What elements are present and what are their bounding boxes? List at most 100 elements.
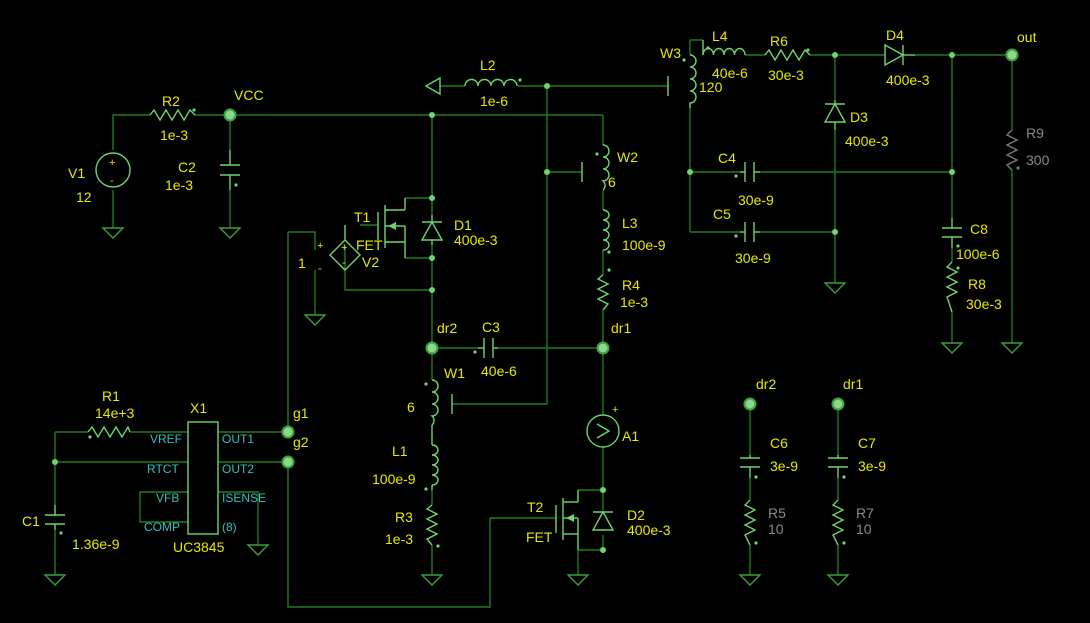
A1-ammeter[interactable]: + A1 <box>586 404 639 448</box>
out-node[interactable]: out <box>1005 29 1037 62</box>
R6-resistor[interactable]: R6 30e-3 <box>764 33 811 83</box>
D1-name: D1 <box>454 217 472 233</box>
R3-value: 1e-3 <box>385 531 413 547</box>
svg-text:-: - <box>342 257 346 269</box>
D2-name: D2 <box>627 507 645 523</box>
T2-model: FET <box>526 529 553 545</box>
R9-resistor[interactable]: R9 300 <box>1005 125 1050 171</box>
R8-name: R8 <box>968 276 986 292</box>
R7-value: 10 <box>856 521 872 537</box>
g1-node[interactable]: g1 <box>281 405 309 439</box>
W1-winding[interactable]: W1 6 <box>407 365 465 426</box>
V1-voltage-source[interactable]: + - V1 12 <box>68 152 131 205</box>
C4-capacitor[interactable]: C4 30e-9 <box>718 150 774 208</box>
T2-fet[interactable]: T2 FET <box>526 490 579 550</box>
R4-resistor[interactable]: R4 1e-3 <box>596 268 648 311</box>
L3-inductor[interactable]: L3 100e-9 <box>602 209 666 254</box>
L4-name: L4 <box>712 28 728 44</box>
C1-name: C1 <box>22 513 40 529</box>
D1-diode[interactable]: D1 400e-3 <box>420 215 498 248</box>
R6-value: 30e-3 <box>768 67 804 83</box>
L3-name: L3 <box>622 215 638 231</box>
g2-node[interactable]: g2 <box>281 434 309 469</box>
W1-value: 6 <box>407 399 415 415</box>
svg-text:+: + <box>109 157 115 169</box>
C8-name: C8 <box>970 221 988 237</box>
pin-out2: OUT2 <box>222 462 254 476</box>
C7-value: 3e-9 <box>858 458 886 474</box>
C4-name: C4 <box>718 150 736 166</box>
R5-resistor[interactable]: R5 10 <box>743 499 786 546</box>
V2-source[interactable]: + - + - V2 1 <box>298 225 379 275</box>
C6-capacitor[interactable]: C6 3e-9 <box>740 435 798 479</box>
C2-capacitor[interactable]: C2 1e-3 <box>165 150 240 193</box>
C7-name: C7 <box>858 435 876 451</box>
R3-resistor[interactable]: R3 1e-3 <box>385 504 440 548</box>
L1-inductor[interactable]: L1 100e-9 <box>372 425 439 491</box>
g1-net-label: g1 <box>293 405 309 421</box>
T1-name: T1 <box>354 209 371 225</box>
L1-name: L1 <box>392 443 408 459</box>
D4-name: D4 <box>886 27 904 43</box>
R8-value: 30e-3 <box>966 296 1002 312</box>
D2-value: 400e-3 <box>627 522 671 538</box>
D2-diode[interactable]: D2 400e-3 <box>591 507 671 538</box>
L4-inductor[interactable]: L4 40e-6 <box>702 28 748 81</box>
dr2-node[interactable]: dr2 <box>425 320 458 355</box>
R8-resistor[interactable]: R8 30e-3 <box>945 261 1002 313</box>
W3-name: W3 <box>660 45 681 61</box>
R6-name: R6 <box>770 33 788 49</box>
pin-rtct: RTCT <box>147 462 179 476</box>
W2-winding[interactable]: W2 6 <box>581 144 638 191</box>
C3-capacitor[interactable]: C3 40e-6 <box>473 319 517 379</box>
pin-vcc: (8) <box>222 520 237 534</box>
L2-value: 1e-6 <box>480 93 508 109</box>
C8-capacitor[interactable]: C8 100e-6 <box>942 218 1000 262</box>
W3-winding[interactable]: W3 120 <box>660 45 723 108</box>
R1-name: R1 <box>102 388 120 404</box>
R9-value: 300 <box>1026 152 1050 168</box>
C6-value: 3e-9 <box>770 458 798 474</box>
C1-value: 1.36e-9 <box>72 536 120 552</box>
A1-name: A1 <box>622 428 639 444</box>
wires <box>54 39 1013 608</box>
D3-diode[interactable]: D3 400e-3 <box>823 100 889 149</box>
D4-diode[interactable]: D4 400e-3 <box>884 27 930 88</box>
R2-resistor[interactable]: R2 1e-3 <box>149 93 196 143</box>
D1-value: 400e-3 <box>454 232 498 248</box>
R1-value: 14e+3 <box>95 405 135 421</box>
dr1-node[interactable]: dr1 <box>596 320 632 355</box>
dr2-probe-node[interactable]: dr2 <box>743 376 777 411</box>
pin-vfb: VFB <box>156 491 179 505</box>
D3-value: 400e-3 <box>845 133 889 149</box>
T2-name: T2 <box>527 499 544 515</box>
C5-value: 30e-9 <box>735 250 771 266</box>
C2-name: C2 <box>178 159 196 175</box>
V2-value: 1 <box>298 255 306 271</box>
W3-value: 120 <box>699 79 723 95</box>
L2-inductor[interactable]: L2 1e-6 <box>424 57 522 109</box>
R5-value: 10 <box>768 521 784 537</box>
T1-model: FET <box>356 237 383 253</box>
C5-name: C5 <box>713 206 731 222</box>
dr1-probe-node[interactable]: dr1 <box>831 376 864 411</box>
X1-name: X1 <box>190 400 207 416</box>
C7-capacitor[interactable]: C7 3e-9 <box>828 435 886 479</box>
C5-capacitor[interactable]: C5 30e-9 <box>713 206 771 266</box>
C1-capacitor[interactable]: C1 1.36e-9 <box>22 505 120 552</box>
pin-comp: COMP <box>144 520 180 534</box>
C3-value: 40e-6 <box>481 363 517 379</box>
vcc-node[interactable]: VCC <box>223 87 264 122</box>
L4-value: 40e-6 <box>712 65 748 81</box>
pin-vref: VREF <box>150 432 182 446</box>
T1-fet[interactable]: T1 FET <box>354 198 406 258</box>
R1-resistor[interactable]: R1 14e+3 <box>87 388 135 439</box>
R5-name: R5 <box>768 505 786 521</box>
X1-uc3845-controller[interactable]: X1 UC3845 VREF RTCT VFB COMP OUT1 OUT2 I… <box>144 400 266 555</box>
R4-value: 1e-3 <box>620 294 648 310</box>
R7-resistor[interactable]: R7 10 <box>831 499 874 546</box>
svg-text:+: + <box>341 242 347 254</box>
C4-value: 30e-9 <box>738 192 774 208</box>
pin-isense: ISENSE <box>222 491 266 505</box>
